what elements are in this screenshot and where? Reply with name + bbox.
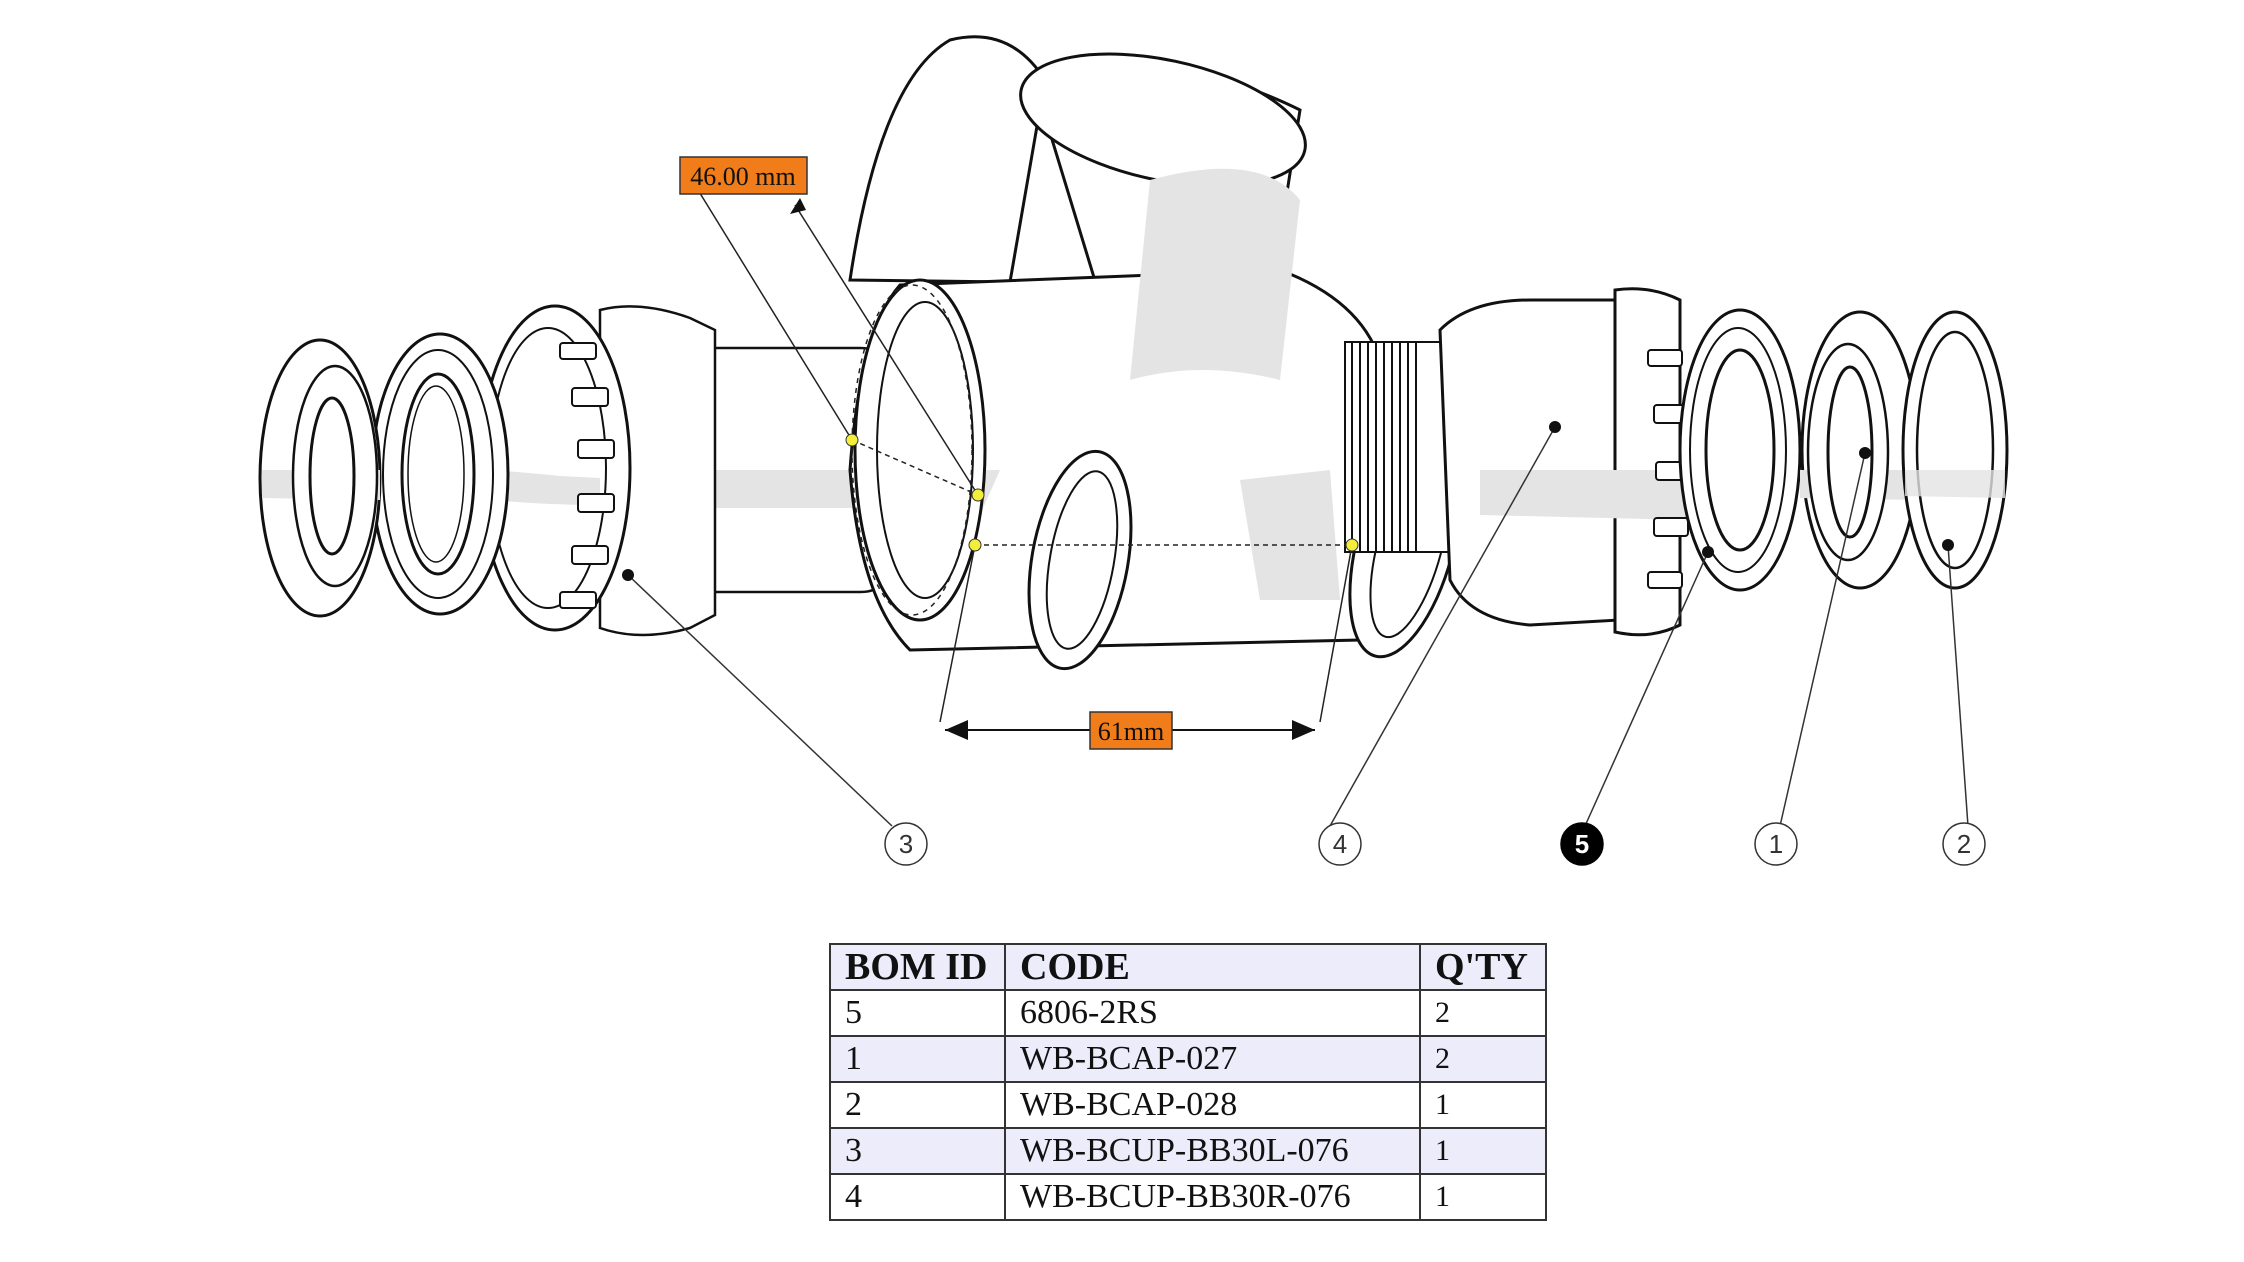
dimension-label-61mm-bg bbox=[1089, 711, 1173, 750]
right-washer bbox=[1901, 310, 2009, 590]
leader-anchor-dot bbox=[1859, 447, 1871, 459]
table-row[interactable]: 1 WB-BCAP-027 2 bbox=[829, 1035, 1547, 1083]
horizontal-dimension: 61mm bbox=[939, 538, 1359, 750]
bom-cell-qty: 2 bbox=[1419, 1035, 1547, 1083]
left-bearing bbox=[370, 332, 510, 616]
svg-text:4: 4 bbox=[1333, 829, 1347, 859]
bom-header-code: CODE bbox=[1004, 943, 1421, 991]
measure-point bbox=[971, 488, 985, 502]
angled-dimension: 46.00 mm bbox=[679, 156, 985, 502]
svg-text:1: 1 bbox=[1769, 829, 1783, 859]
bom-cell-id: 4 bbox=[829, 1173, 1006, 1221]
bom-header-qty: Q'TY bbox=[1419, 943, 1547, 991]
bom-cell-id: 2 bbox=[829, 1081, 1006, 1129]
bom-cell-qty: 2 bbox=[1419, 989, 1547, 1037]
leader-anchor-dot bbox=[1702, 546, 1714, 558]
left-bearing-cup bbox=[478, 304, 882, 637]
bom-cell-id: 5 bbox=[829, 989, 1006, 1037]
right-bearing-cup bbox=[1344, 287, 1691, 637]
table-row[interactable]: 5 6806-2RS 2 bbox=[829, 989, 1547, 1037]
bom-cell-id: 1 bbox=[829, 1035, 1006, 1083]
table-row[interactable]: 4 WB-BCUP-BB30R-076 1 bbox=[829, 1173, 1547, 1221]
measure-point bbox=[968, 538, 982, 552]
leader-anchor-dot bbox=[1942, 539, 1954, 551]
bom-cell-code: 6806-2RS bbox=[1004, 989, 1421, 1037]
callout-balloon-3[interactable]: 3 bbox=[884, 822, 928, 866]
callout-balloon-4[interactable]: 4 bbox=[1318, 822, 1362, 866]
bom-cell-qty: 1 bbox=[1419, 1127, 1547, 1175]
dimension-label-61mm: 61mm bbox=[1098, 717, 1164, 746]
bom-table: BOM ID CODE Q'TY 5 6806-2RS 2 1 WB-BCAP-… bbox=[829, 943, 1547, 1221]
measure-point bbox=[1345, 538, 1359, 552]
bom-cell-code: WB-BCAP-028 bbox=[1004, 1081, 1421, 1129]
bom-cell-code: WB-BCUP-BB30R-076 bbox=[1004, 1173, 1421, 1221]
bom-cell-qty: 1 bbox=[1419, 1081, 1547, 1129]
bom-cell-code: WB-BCUP-BB30L-076 bbox=[1004, 1127, 1421, 1175]
bom-header-id: BOM ID bbox=[829, 943, 1006, 991]
dimension-label-46mm-bg bbox=[679, 156, 808, 195]
bom-cell-id: 3 bbox=[829, 1127, 1006, 1175]
right-bearing bbox=[1678, 308, 1802, 592]
callout-balloon-2[interactable]: 2 bbox=[1942, 822, 1986, 866]
leader-anchor-dot bbox=[622, 569, 634, 581]
dimension-label-46mm: 46.00 mm bbox=[690, 162, 795, 191]
svg-text:3: 3 bbox=[899, 829, 913, 859]
bom-cell-qty: 1 bbox=[1419, 1173, 1547, 1221]
table-row[interactable]: 2 WB-BCAP-028 1 bbox=[829, 1081, 1547, 1129]
bom-header-row: BOM ID CODE Q'TY bbox=[829, 943, 1547, 991]
table-row[interactable]: 3 WB-BCUP-BB30L-076 1 bbox=[829, 1127, 1547, 1175]
left-cap bbox=[258, 338, 382, 618]
svg-text:2: 2 bbox=[1957, 829, 1971, 859]
bom-cell-code: WB-BCAP-027 bbox=[1004, 1035, 1421, 1083]
callout-balloon-1[interactable]: 1 bbox=[1754, 822, 1798, 866]
measure-point bbox=[845, 433, 859, 447]
svg-text:5: 5 bbox=[1575, 829, 1589, 859]
callout-balloon-5[interactable]: 5 bbox=[1560, 822, 1604, 866]
callout-leaders bbox=[627, 426, 1969, 827]
leader-anchor-dot bbox=[1549, 421, 1561, 433]
